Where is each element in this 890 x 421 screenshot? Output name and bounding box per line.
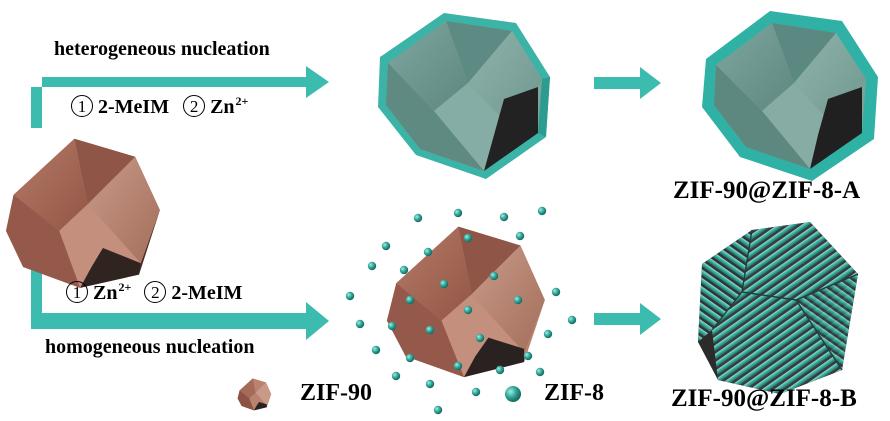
zif8-particle — [433, 405, 443, 415]
legend-zif8-label: ZIF-8 — [544, 380, 604, 406]
zif8-particle — [355, 319, 365, 329]
zif8-nanoparticles — [345, 206, 577, 415]
legend-zif90-label: ZIF-90 — [300, 380, 372, 406]
homogeneous-route-title: homogeneous nucleation — [45, 336, 255, 358]
zif8-particle — [463, 305, 473, 315]
zif8-particle — [499, 212, 509, 222]
zif8-particle — [513, 295, 523, 305]
zif8-particle — [367, 261, 377, 271]
zif8-particle — [405, 353, 415, 363]
zif8-particle — [425, 379, 435, 389]
zif8-particle — [463, 233, 473, 243]
zif8-particle — [405, 295, 415, 305]
zif8-particle — [543, 329, 553, 339]
zif8-particle — [371, 345, 381, 355]
product-b-label: ZIF-90@ZIF-8-B — [671, 385, 857, 412]
arrow-to-product-b — [594, 303, 661, 335]
zif8-particle — [413, 213, 423, 223]
product-b-crystal — [698, 222, 859, 394]
zif8-particle — [471, 387, 481, 397]
zif8-particle — [567, 315, 577, 325]
homogeneous-route-arrow — [31, 268, 329, 340]
legend-zif8-icon — [505, 386, 521, 402]
zif8-particle — [439, 279, 449, 289]
zif90-crystal — [5, 138, 160, 288]
zif8-particle — [453, 208, 463, 218]
zif8-particle — [425, 325, 435, 335]
heterogeneous-route-arrow — [31, 66, 329, 128]
zif8-particle — [515, 231, 525, 241]
product-a-crystal — [702, 11, 878, 181]
zif8-particle — [391, 371, 401, 381]
zif8-particle — [453, 361, 463, 371]
zif8-particle — [537, 206, 547, 216]
zif8-particle — [535, 367, 545, 377]
zif8-particle — [551, 287, 561, 297]
zif8-particle — [399, 265, 409, 275]
zif8-particle — [387, 321, 397, 331]
arrow-to-product-a — [594, 67, 661, 99]
zif8-particle — [381, 241, 391, 251]
zif8-particle — [495, 365, 505, 375]
zif8-particle — [345, 291, 355, 301]
legend-zif90-icon — [237, 378, 272, 411]
zif8-particle — [423, 247, 433, 257]
heterogeneous-route-title: heterogeneous nucleation — [54, 38, 270, 60]
zif8-particle — [489, 271, 499, 281]
product-a-label: ZIF-90@ZIF-8-A — [673, 177, 861, 204]
zif8-particle — [475, 333, 485, 343]
zif8-particle — [523, 351, 533, 361]
heterogeneous-intermediate-crystal — [378, 13, 550, 179]
